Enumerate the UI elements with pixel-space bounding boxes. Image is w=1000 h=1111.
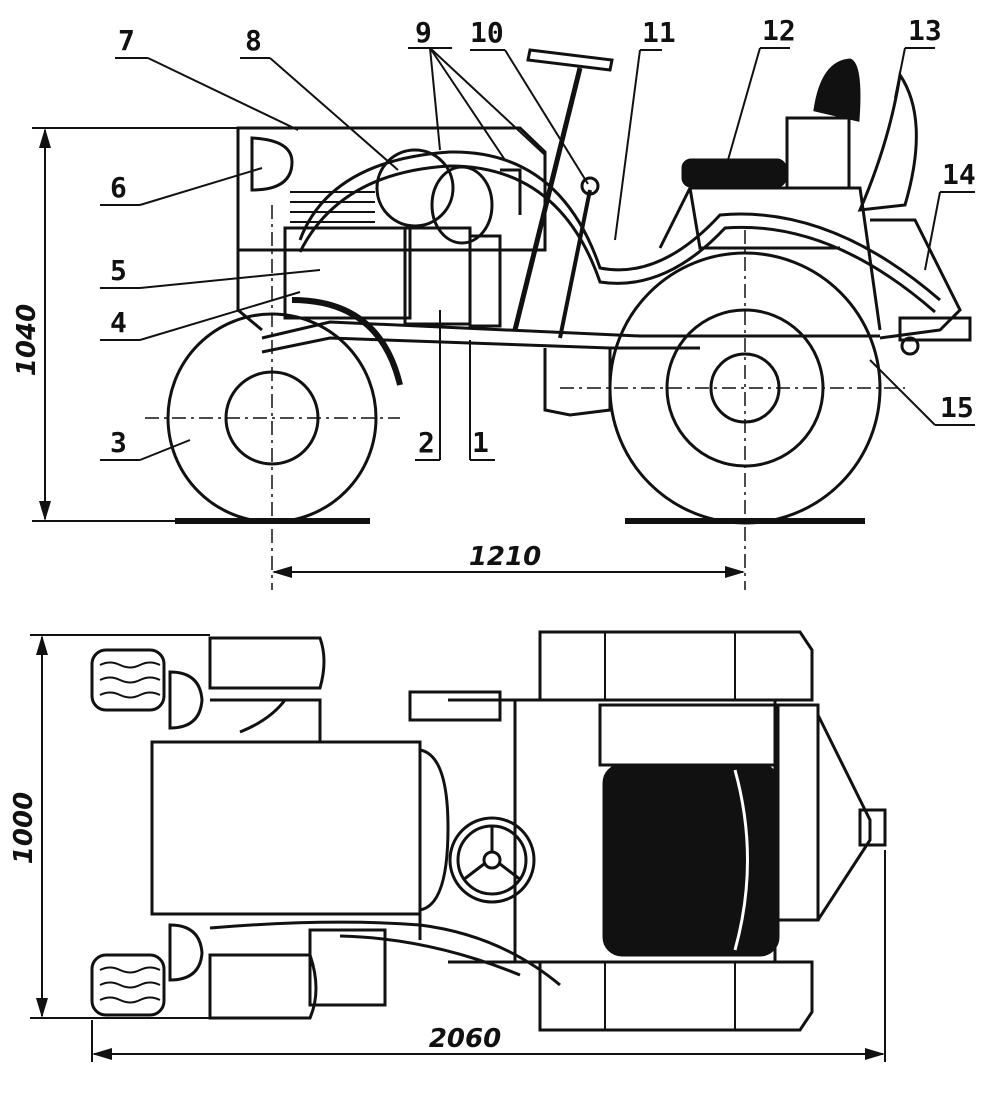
hood-nose <box>419 748 450 912</box>
rear-hitch <box>870 218 962 340</box>
engine-block <box>283 226 412 320</box>
callout-14: 14 <box>942 158 976 191</box>
callout-13: 13 <box>908 14 942 47</box>
seat-highlight <box>733 769 749 951</box>
hitch-coupler <box>858 808 887 847</box>
callout-11: 11 <box>642 16 676 49</box>
tyre-tread <box>99 661 161 1004</box>
rear-tyre-right <box>538 960 814 1032</box>
front-fender <box>291 297 403 386</box>
rear-tyre-left <box>538 630 814 702</box>
callout-2: 2 <box>418 426 435 459</box>
front-fender-right <box>208 953 318 1020</box>
dim-height: 1040 <box>12 304 42 376</box>
headlight <box>250 136 294 192</box>
hood-top <box>150 740 422 916</box>
callout-labels: 7 8 9 10 11 12 13 14 6 5 4 3 2 1 15 <box>110 14 976 459</box>
control-lever <box>558 189 592 339</box>
callout-3: 3 <box>110 426 127 459</box>
fuel-tank <box>375 148 455 228</box>
seat-frame-inner <box>688 187 840 250</box>
callout-8: 8 <box>245 24 262 57</box>
side-leaders <box>100 47 975 461</box>
frame-rail-lower <box>261 336 700 354</box>
tank-end <box>430 165 494 245</box>
pipe-a <box>298 150 941 302</box>
rear-rim <box>665 308 825 468</box>
top-dimensions <box>30 634 886 1062</box>
side-dimensions <box>32 127 745 578</box>
body-center <box>448 698 517 964</box>
seat-frame-top <box>598 703 777 767</box>
seat-cushion <box>681 158 787 188</box>
callout-15: 15 <box>940 391 974 424</box>
callout-6: 6 <box>110 171 127 204</box>
valve <box>500 168 522 215</box>
dim-length: 2060 <box>429 1024 501 1054</box>
center-lines <box>145 205 905 590</box>
dim-width: 1000 <box>9 792 39 864</box>
hitch-pin <box>900 336 920 356</box>
callout-4: 4 <box>110 306 127 339</box>
transmission-case <box>543 348 612 417</box>
side-view <box>145 48 972 590</box>
top-view <box>90 630 887 1032</box>
grille-line <box>236 128 263 332</box>
seat-back-frame <box>785 116 851 190</box>
pipe-b <box>298 164 936 314</box>
front-tyre-right <box>90 953 166 1017</box>
engine-side-left <box>210 698 322 742</box>
rear-housing <box>776 703 820 922</box>
callout-9: 9 <box>415 16 432 49</box>
steering-wheel-top <box>448 816 536 904</box>
hitch-bar <box>898 316 972 342</box>
front-tyre-left <box>90 648 166 712</box>
steering-wheel <box>526 48 614 72</box>
seat-top <box>602 763 780 957</box>
seat-frame <box>658 186 882 331</box>
handle-bar <box>408 690 502 722</box>
dim-wheelbase: 1210 <box>469 542 541 572</box>
callout-12: 12 <box>762 14 796 47</box>
callout-10: 10 <box>470 16 504 49</box>
lever-knob <box>580 176 600 196</box>
headlight-left <box>168 670 204 730</box>
frame-rail <box>261 320 880 340</box>
callout-5: 5 <box>110 254 127 287</box>
seat-backrest <box>813 58 861 122</box>
engine-side-right <box>210 912 422 940</box>
front-fender-left <box>208 636 326 690</box>
callout-1: 1 <box>472 426 489 459</box>
callout-7: 7 <box>118 24 135 57</box>
gearbox <box>468 234 502 328</box>
steering-hub <box>482 850 502 870</box>
battery-box <box>308 928 387 1007</box>
headlight-right <box>168 923 204 982</box>
hitch-triangle <box>816 714 872 921</box>
rear-mudguard <box>857 70 918 212</box>
